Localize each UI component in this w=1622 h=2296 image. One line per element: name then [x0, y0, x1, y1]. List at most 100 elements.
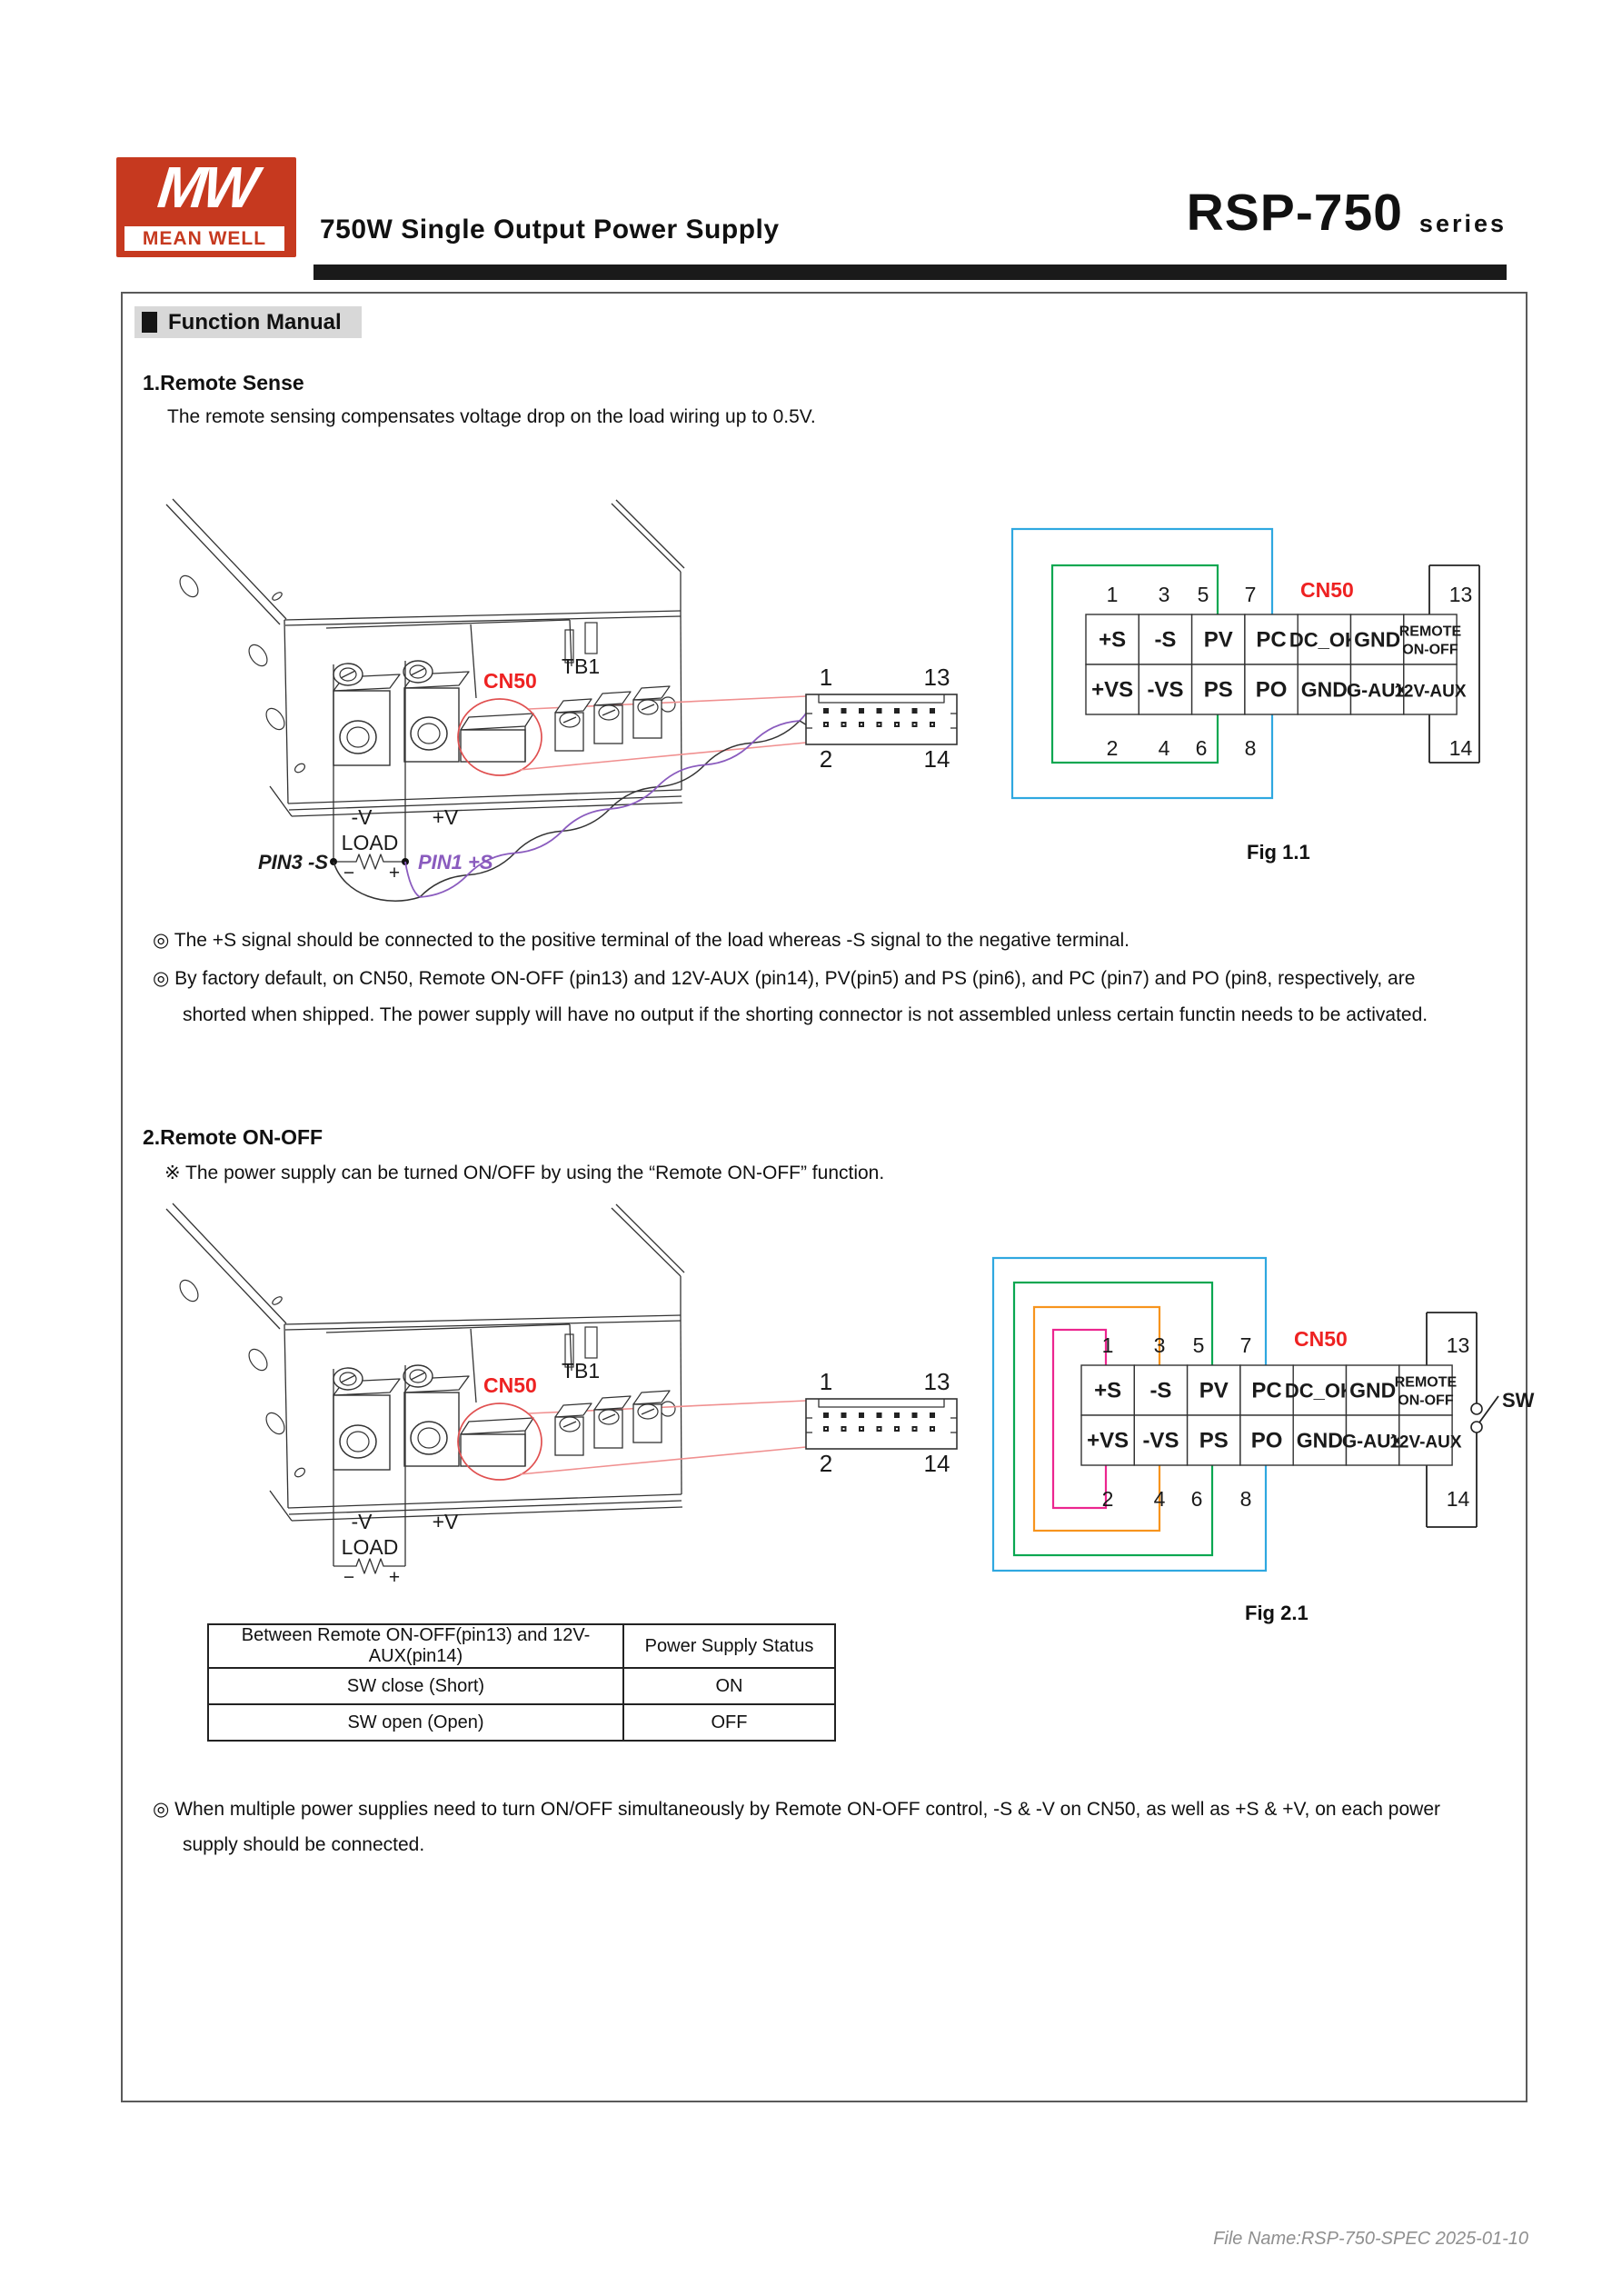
table-row: Between Remote ON-OFF(pin13) and 12V-AUX…: [207, 1623, 836, 1669]
pin-cell-label: ON-OFF: [1398, 1393, 1454, 1409]
remote-sense-body: The remote sensing compensates voltage d…: [167, 406, 816, 427]
fig1-caption: Fig 1.1: [1247, 841, 1310, 863]
connector-pin14-label: 14: [924, 1450, 950, 1477]
pin-number-bottom: 6: [1196, 736, 1208, 760]
plus-label: +: [389, 863, 400, 883]
pin-cell-label: 12V-AUX: [1394, 683, 1467, 702]
status-table-header-condition: Between Remote ON-OFF(pin13) and 12V-AUX…: [207, 1623, 624, 1669]
pin-number-13: 13: [1449, 583, 1473, 606]
remote-sense-note-2-line1: ◎ By factory default, on CN50, Remote ON…: [153, 968, 1416, 989]
pin-number-top: 7: [1245, 583, 1257, 606]
pin-number-bottom: 4: [1159, 736, 1170, 760]
pin3-s-label: PIN3 -S: [258, 851, 328, 873]
pin-cell-label: GND: [1354, 628, 1400, 652]
pin-cell-label: PO: [1256, 678, 1288, 703]
pin-cell-label: DC_OK: [1285, 1380, 1355, 1403]
pin-cell-label: PS: [1204, 678, 1233, 703]
cn50-table-label: CN50: [1300, 578, 1354, 602]
pin-number-top: 3: [1159, 583, 1170, 606]
pin-cell-label: 12V-AUX: [1389, 1433, 1462, 1452]
pin-number-bottom: 8: [1240, 1487, 1252, 1511]
footer-filename: File Name:RSP-750-SPEC 2025-01-10: [1213, 2229, 1528, 2249]
pin-cell-label: PC: [1256, 628, 1286, 653]
pin-cell-label: PC: [1251, 1379, 1281, 1403]
section-title-text: Function Manual: [168, 309, 342, 334]
doc-subtitle: 750W Single Output Power Supply: [320, 215, 780, 245]
minus-label: −: [343, 863, 354, 883]
cn50-table-label: CN50: [1294, 1327, 1348, 1351]
series-name: RSP-750: [1186, 184, 1403, 242]
status-cell-on: ON: [622, 1667, 836, 1705]
pin-cell-label: GND: [1349, 1379, 1396, 1403]
pin-cell-label: REMOTE: [1395, 1375, 1458, 1391]
connector-pin1-label: 1: [820, 664, 832, 691]
pin-number-14: 14: [1447, 1487, 1470, 1511]
table-row: SW close (Short) ON: [207, 1667, 836, 1705]
remote-sense-note-1: ◎ The +S signal should be connected to t…: [153, 930, 1129, 951]
status-table-header-status: Power Supply Status: [622, 1623, 836, 1669]
pin-cell-label: -VS: [1147, 678, 1183, 703]
meanwell-logo: MW MEAN WELL: [116, 155, 296, 257]
pin-cell-label: G-AUX: [1342, 1432, 1404, 1452]
pos-v-label: +V: [433, 1510, 459, 1533]
pin-number-top: 5: [1198, 583, 1209, 606]
status-cell-off: OFF: [622, 1703, 836, 1742]
pin-cell-label: PV: [1204, 628, 1233, 653]
pin-cell-label: PO: [1251, 1429, 1283, 1453]
pin-number-top: 1: [1107, 583, 1119, 606]
pin-number-top: 5: [1193, 1333, 1205, 1357]
pin-cell-label: REMOTE: [1399, 624, 1462, 640]
tb1-label: TB1: [562, 1359, 600, 1383]
series-suffix: series: [1418, 210, 1507, 237]
logo-meanwell-text: MEAN WELL: [124, 226, 284, 251]
pin-cell-label: -VS: [1142, 1429, 1179, 1453]
section-bullet-square: [142, 312, 157, 333]
minus-label: −: [343, 1567, 354, 1588]
status-cell-sw-close: SW close (Short): [207, 1667, 624, 1705]
closing-note-line2: supply should be connected.: [183, 1834, 425, 1855]
pin-number-bottom: 4: [1154, 1487, 1166, 1511]
pin-number-top: 1: [1102, 1333, 1114, 1357]
connector-pin2-label: 2: [820, 745, 832, 773]
connector-pin2-label: 2: [820, 1450, 832, 1477]
pin-cell-label: -S: [1154, 628, 1176, 653]
pin-cell-label: PV: [1199, 1379, 1229, 1403]
sw-switch-label: SW: [1502, 1389, 1535, 1412]
pin-cell-label: +VS: [1087, 1429, 1129, 1453]
load-label: LOAD: [342, 831, 399, 854]
pos-v-label: +V: [433, 805, 459, 829]
connector-pin1-label: 1: [820, 1368, 832, 1395]
logo-mw-icon: MW: [154, 155, 258, 220]
pin-cell-label: GND: [1297, 1429, 1343, 1452]
pin-number-bottom: 2: [1107, 736, 1119, 760]
pin-cell-label: -S: [1149, 1379, 1171, 1403]
remote-onoff-status-table: Between Remote ON-OFF(pin13) and 12V-AUX…: [207, 1623, 836, 1742]
pin-cell-label: +VS: [1091, 678, 1133, 703]
connector-pin13-label: 13: [924, 664, 950, 691]
connector-pin13-label: 13: [924, 1368, 950, 1395]
pin-cell-label: +S: [1094, 1379, 1121, 1403]
cn50-label: CN50: [483, 1373, 537, 1397]
heading-remote-onoff: 2.Remote ON-OFF: [143, 1125, 323, 1149]
pin-number-bottom: 6: [1191, 1487, 1203, 1511]
pin-cell-label: G-AUX: [1347, 681, 1408, 702]
neg-v-label: -V: [352, 1510, 373, 1533]
pin-cell-label: GND: [1301, 678, 1348, 702]
neg-v-label: -V: [352, 805, 373, 829]
tb1-label: TB1: [562, 654, 600, 678]
wire-connector: 1 13 2 14: [805, 1368, 958, 1477]
cn50-label: CN50: [483, 669, 537, 693]
pin-number-bottom: 2: [1102, 1487, 1114, 1511]
content-frame: [121, 292, 1527, 2102]
fig2-caption: Fig 2.1: [1245, 1602, 1309, 1624]
header-rule-bar: [313, 265, 1507, 280]
pin-cell-label: +S: [1099, 628, 1126, 653]
series-title: RSP-750 series: [1081, 187, 1507, 239]
